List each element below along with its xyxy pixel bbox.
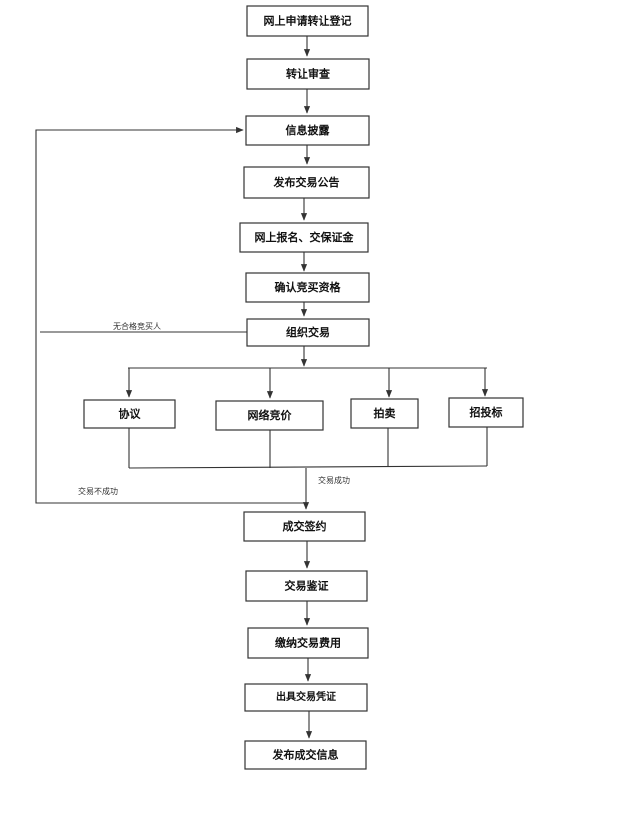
node-organize: 组织交易 <box>246 318 370 347</box>
node-sign-contract-label: 成交签约 <box>283 519 327 533</box>
node-review-label: 转让审查 <box>286 67 330 81</box>
node-sign-contract: 成交签约 <box>243 511 366 542</box>
node-organize-label: 组织交易 <box>286 325 330 339</box>
node-authentication: 交易鉴证 <box>245 570 368 602</box>
loop-failed-to-disclosure <box>35 126 306 504</box>
node-tender: 招投标 <box>448 397 524 428</box>
node-negotiation: 协议 <box>83 399 176 429</box>
node-review: 转让审查 <box>246 58 370 90</box>
label-trade-failed: 交易不成功 <box>78 486 118 496</box>
label-unqualified: 无合格竞买人 <box>113 321 161 331</box>
node-apply-online: 网上申请转让登记 <box>246 5 369 37</box>
node-authentication-label: 交易鉴证 <box>285 579 329 593</box>
node-register-deposit: 网上报名、交保证金 <box>239 222 369 253</box>
node-online-bidding: 网络竞价 <box>215 400 324 431</box>
node-auction: 拍卖 <box>350 398 419 429</box>
node-pay-fees-label: 缴纳交易费用 <box>275 636 341 650</box>
node-disclosure: 信息披露 <box>245 115 370 146</box>
merge-bar-bottom <box>128 465 488 469</box>
node-confirm-qualification: 确认竞买资格 <box>245 272 370 303</box>
node-issue-certificate-label: 出具交易凭证 <box>276 690 336 703</box>
node-apply-online-label: 网上申请转让登记 <box>264 14 352 28</box>
node-negotiation-label: 协议 <box>119 407 142 421</box>
node-publish-result: 发布成交信息 <box>244 740 367 770</box>
node-announce: 发布交易公告 <box>243 166 370 199</box>
node-disclosure-label: 信息披露 <box>286 123 331 137</box>
node-publish-result-label: 发布成交信息 <box>272 748 339 762</box>
node-pay-fees: 缴纳交易费用 <box>247 627 369 659</box>
node-issue-certificate: 出具交易凭证 <box>244 683 368 712</box>
node-auction-label: 拍卖 <box>374 406 396 420</box>
node-confirm-qualification-label: 确认竞买资格 <box>275 280 342 294</box>
node-announce-label: 发布交易公告 <box>273 175 340 189</box>
node-register-deposit-label: 网上报名、交保证金 <box>255 230 355 244</box>
node-tender-label: 招投标 <box>470 405 503 419</box>
node-online-bidding-label: 网络竞价 <box>248 408 293 422</box>
label-trade-success: 交易成功 <box>318 475 350 485</box>
